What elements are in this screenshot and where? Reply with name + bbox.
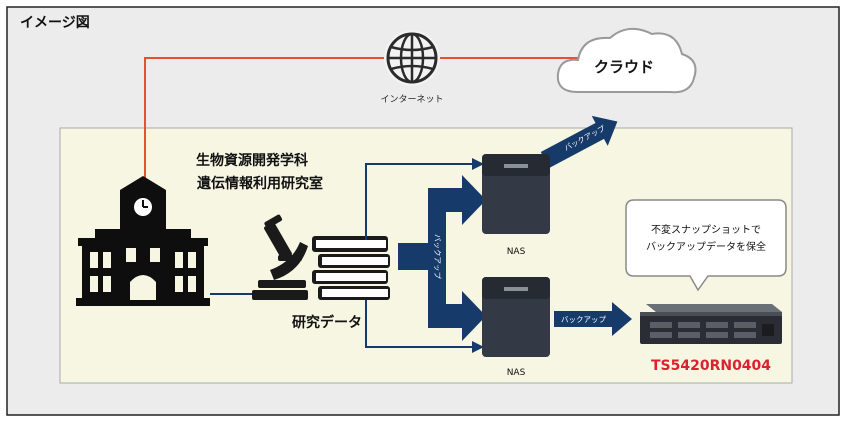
backup-arrow-cloud	[540, 115, 618, 168]
cloud-label: クラウド	[594, 58, 654, 76]
research-data-label: 研究データ	[292, 314, 362, 331]
nas-top-link	[365, 158, 484, 240]
speech-bubble-icon	[625, 199, 787, 292]
rack-server-icon	[640, 304, 782, 344]
nas-bottom-label: NAS	[507, 368, 526, 378]
callout-line1: 不変スナップショットで	[651, 223, 761, 236]
internet-label: インターネット	[380, 94, 443, 105]
cloud-icon	[556, 27, 697, 94]
nas-top-label: NAS	[507, 247, 526, 257]
globe-icon	[384, 30, 440, 86]
nas-icon	[482, 154, 550, 234]
diagram-title: イメージ図	[20, 15, 90, 31]
lab-name-line1: 生物資源開発学科	[196, 152, 308, 169]
callout-line2: バックアップデータを保全	[646, 240, 766, 253]
backup-arrow-ts	[554, 302, 632, 336]
microscope-icon	[252, 214, 308, 300]
backup-ts-label: バックアップ	[561, 315, 606, 324]
document-stack-icon	[312, 236, 390, 300]
backup-vertical-label: バックアップ	[433, 234, 442, 279]
ts-model-label: TS5420RN0404	[651, 358, 771, 374]
lab-name-line2: 遺伝情報利用研究室	[197, 175, 323, 192]
backup-split-arrow	[398, 175, 486, 341]
nas-bottom-link	[365, 300, 484, 353]
university-building-icon	[76, 176, 210, 306]
nas-icon	[482, 277, 550, 357]
